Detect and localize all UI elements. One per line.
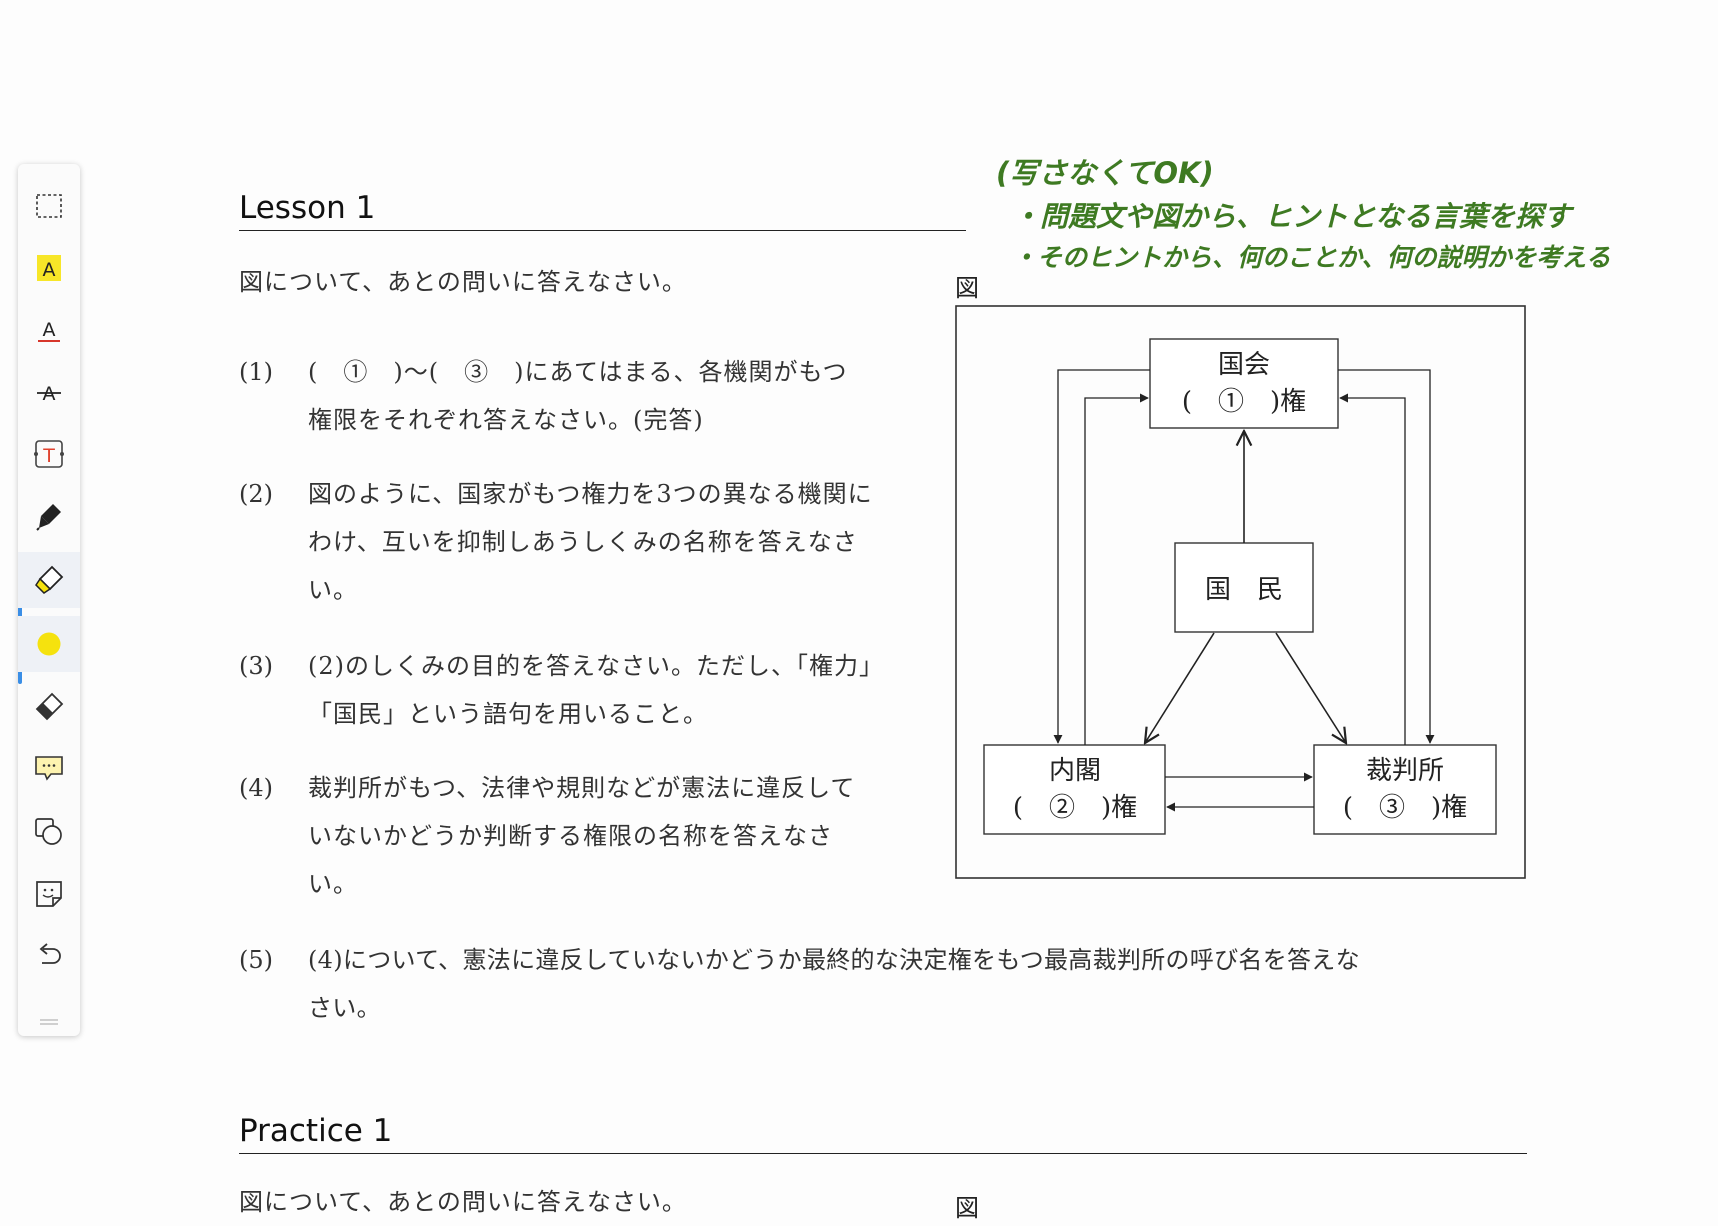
lesson-title: Lesson 1 — [239, 190, 376, 226]
arrow-people-to-court — [1275, 632, 1346, 743]
people-label: 国 民 — [1205, 575, 1283, 605]
eraser-icon — [35, 692, 64, 721]
question-number: (1) — [239, 358, 273, 386]
underline-tool[interactable]: A — [18, 302, 80, 358]
cabinet-box — [983, 744, 1166, 835]
arrow-people-to-cabinet — [1145, 632, 1215, 743]
pen-icon — [36, 504, 61, 531]
undo-icon — [39, 943, 61, 964]
diet-power: ( ① )権 — [1182, 387, 1306, 417]
text-tool-label: T — [42, 445, 55, 467]
question-line: 図のように、国家がもつ権力を3つの異なる機関に — [308, 480, 873, 508]
sticker-icon — [36, 881, 62, 907]
court-power: ( ③ )権 — [1343, 793, 1467, 823]
diet-name: 国会 — [1218, 350, 1270, 380]
practice-figure-label: 図 — [955, 1194, 979, 1222]
practice-title-rule — [239, 1153, 1527, 1154]
figure-label: 図 — [955, 274, 979, 302]
arrow-cabinet-to-diet — [1084, 393, 1149, 745]
underline-tool-label: A — [43, 319, 56, 341]
yellow-circle-icon — [37, 632, 61, 656]
highlight-tool-label: A — [43, 259, 56, 281]
select-tool[interactable] — [18, 178, 80, 234]
question-body: (4)について、憲法に違反していないかどうか最終的な決定権をもつ最高裁判所の呼び… — [308, 936, 1360, 1032]
court-box — [1313, 744, 1497, 835]
question-number: (4) — [239, 774, 273, 802]
color-swatch[interactable] — [18, 616, 80, 672]
people-box — [1174, 542, 1314, 633]
question-body: ( ① )～( ③ )にあてはまる、各機関がもつ 権限をそれぞれ答えなさい。(完… — [308, 348, 848, 444]
note-line: (写さなくてOK) — [996, 156, 1214, 190]
strikethrough-tool[interactable]: A — [18, 364, 80, 420]
sticker-tool[interactable] — [18, 866, 80, 922]
highlight-text-tool[interactable]: A — [18, 240, 80, 296]
text-box-icon: T — [34, 440, 64, 468]
strikethrough-tool-label: A — [43, 383, 56, 405]
question-line: 権限をそれぞれ答えなさい。(完答) — [308, 406, 704, 434]
arrow-court-to-diet — [1339, 393, 1406, 745]
strikethrough-a-icon: A — [37, 383, 61, 405]
arrow-diet-to-court — [1338, 369, 1435, 744]
highlighter-icon — [35, 565, 64, 594]
annotation-toolbar: A A A T — [18, 164, 80, 1036]
arrow-diet-to-cabinet — [1053, 369, 1150, 744]
separation-of-powers-diagram: 国会 ( ① )権 国 民 内閣 ( ② )権 裁判所 ( ③ )権 — [955, 305, 1526, 879]
text-box-tool[interactable]: T — [18, 426, 80, 482]
question-line: い。 — [308, 576, 358, 604]
question-line: (4)について、憲法に違反していないかどうか最終的な決定権をもつ最高裁判所の呼び… — [308, 946, 1360, 974]
question-line: (2)のしくみの目的を答えなさい。ただし、「権力」 — [308, 652, 884, 680]
figure-frame — [955, 305, 1526, 879]
shapes-icon — [35, 818, 62, 845]
question-line: わけ、互いを抑制しあうしくみの名称を答えなさ — [308, 528, 858, 556]
practice-intro: 図について、あとの問いに答えなさい。 — [239, 1188, 687, 1216]
toolbar-drag-handle[interactable] — [40, 1019, 58, 1025]
eraser-tool[interactable] — [18, 678, 80, 734]
question-line: いないかどうか判断する権限の名称を答えなさ — [308, 822, 833, 850]
question-number: (3) — [239, 652, 273, 680]
underline-a-icon: A — [38, 319, 60, 342]
question-line: 「国民」という語句を用いること。 — [308, 700, 708, 728]
lesson-title-rule — [239, 230, 966, 231]
cabinet-name: 内閣 — [1049, 756, 1101, 786]
dashed-rectangle-icon — [36, 194, 62, 218]
question-line: さい。 — [308, 994, 381, 1022]
shape-tool[interactable] — [18, 804, 80, 860]
question-line: 裁判所がもつ、法律や規則などが憲法に違反して — [308, 774, 856, 802]
comment-tool[interactable] — [18, 740, 80, 796]
question-number: (5) — [239, 946, 273, 974]
practice-title: Practice 1 — [239, 1113, 393, 1149]
note-line: ・問題文や図から、ヒントとなる言葉を探す — [1012, 200, 1572, 233]
court-name: 裁判所 — [1366, 756, 1444, 786]
note-line: ・そのヒントから、何のことか、何の説明かを考える — [1012, 243, 1611, 272]
question-body: 裁判所がもつ、法律や規則などが憲法に違反して いないかどうか判断する権限の名称を… — [308, 764, 855, 908]
question-number: (2) — [239, 480, 273, 508]
comment-icon — [35, 756, 63, 781]
lesson-intro: 図について、あとの問いに答えなさい。 — [239, 268, 687, 296]
pen-tool[interactable] — [18, 488, 80, 544]
highlighter-tool[interactable] — [18, 552, 80, 608]
question-line: ( ① )～( ③ )にあてはまる、各機関がもつ — [308, 358, 848, 386]
question-body: 図のように、国家がもつ権力を3つの異なる機関に わけ、互いを抑制しあうしくみの名… — [308, 470, 873, 614]
highlight-a-icon: A — [37, 255, 61, 281]
diet-box — [1149, 338, 1339, 429]
undo-tool[interactable] — [18, 928, 80, 984]
cabinet-power: ( ② )権 — [1013, 793, 1137, 823]
question-body: (2)のしくみの目的を答えなさい。ただし、「権力」 「国民」という語句を用いるこ… — [308, 642, 884, 738]
question-line: い。 — [308, 870, 358, 898]
